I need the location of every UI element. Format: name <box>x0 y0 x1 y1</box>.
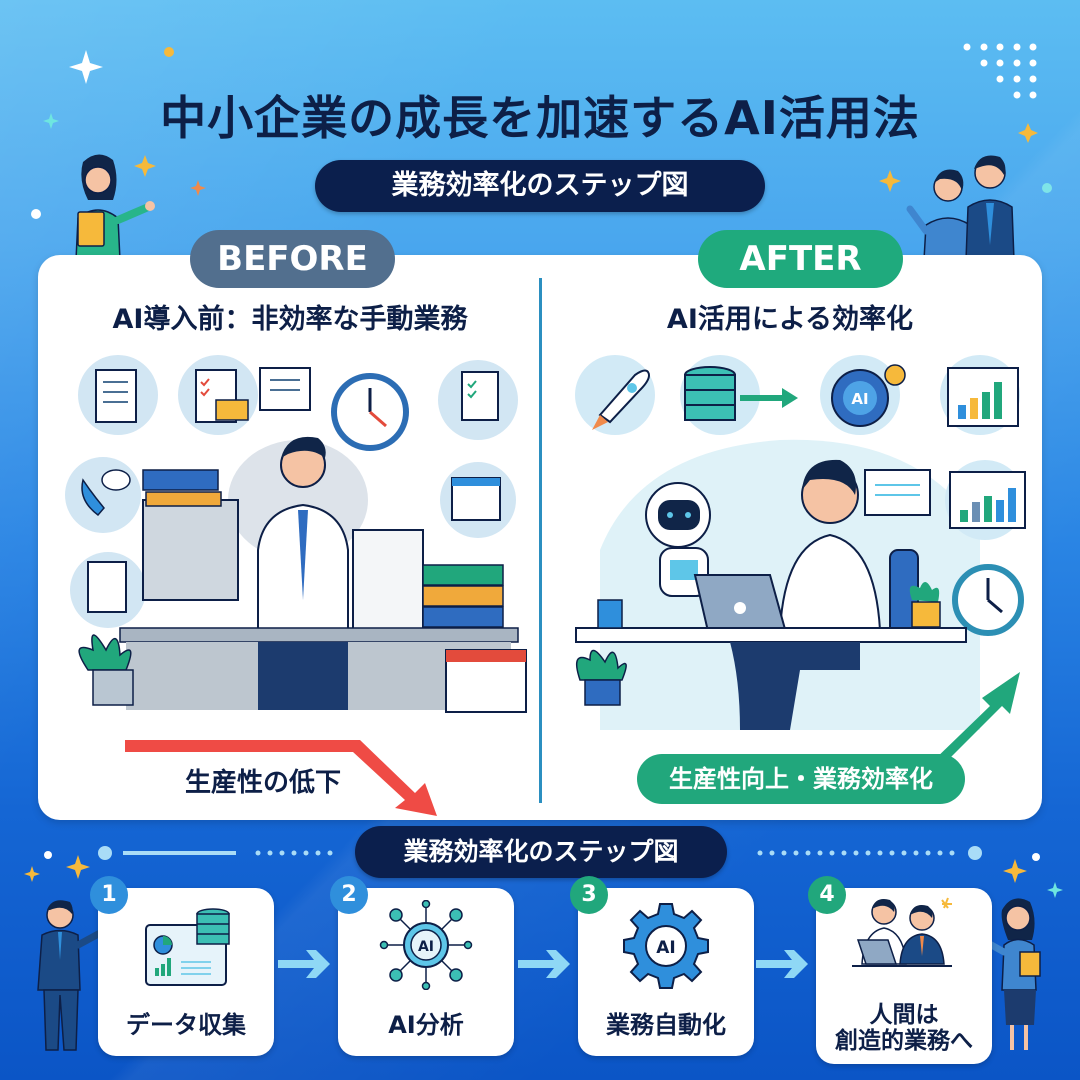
step-card-4: 4 人間は 創造的業務へ <box>808 876 992 1064</box>
step-label-line2: 創造的業務へ <box>835 1027 973 1054</box>
business-people-illustration <box>906 155 1015 260</box>
mug-icon <box>597 599 623 629</box>
steps-divider-line <box>98 846 982 860</box>
step-label: データ収集 <box>126 1010 246 1039</box>
people-laptop-icon <box>852 897 952 967</box>
before-caption: 生産性の低下 <box>185 768 342 798</box>
after-caption-pill: 生産性向上・業務効率化 <box>637 754 965 804</box>
down-arrow <box>130 720 453 740</box>
happy-worker <box>778 459 919 641</box>
steps-title-pill: 業務効率化のステップ図 <box>355 826 727 878</box>
step-number: 4 <box>808 876 846 914</box>
paper-stack <box>352 529 504 631</box>
calendar-icon <box>440 462 516 538</box>
sparkle-icon <box>1018 123 1038 143</box>
step-number: 2 <box>330 876 368 914</box>
dot-icon <box>1042 183 1052 193</box>
plant-small-icon <box>909 581 941 628</box>
before-title: AI導入前：非効率な手動業務 <box>112 304 468 335</box>
ai-gear-icon: AI <box>820 355 906 435</box>
after-title: AI活用による効率化 <box>666 304 914 335</box>
growth-chart-icon <box>940 355 1020 435</box>
paper-icon <box>259 367 311 411</box>
ai-network-icon: AI <box>379 900 473 990</box>
sparkle-icon <box>879 170 901 192</box>
sparkle-icon <box>66 855 90 879</box>
divider <box>539 278 542 803</box>
clock-icon <box>331 373 409 451</box>
after-illustration: AI <box>575 355 1026 730</box>
plant-icon <box>575 649 627 706</box>
documents-icon <box>78 355 158 435</box>
clock-icon <box>952 564 1024 636</box>
step-arrow-icon <box>756 950 808 978</box>
chat-window-icon <box>864 469 931 516</box>
man-presenter-illustration <box>37 900 106 1051</box>
step-number: 3 <box>570 876 608 914</box>
sparkle-icon <box>1047 882 1063 898</box>
step-arrow-icon <box>278 950 330 978</box>
dot-icon <box>164 47 174 57</box>
sparkle-icon <box>134 155 156 177</box>
phone-checklist-icon <box>438 360 518 440</box>
sparkle-icon <box>1003 859 1027 883</box>
sparkle-icon <box>24 866 40 882</box>
subtitle-pill: 業務効率化のステップ図 <box>315 160 765 212</box>
before-tag: BEFORE <box>190 230 395 288</box>
database-icon <box>680 355 798 435</box>
ai-gear-icon: AI <box>623 903 709 989</box>
dot-icon <box>31 209 41 219</box>
sparkle-icon <box>43 113 59 129</box>
dot-icon <box>44 851 52 859</box>
svg-text:AI: AI <box>656 938 675 958</box>
phone-chat-icon <box>65 457 141 533</box>
woman-presenter-illustration <box>982 898 1041 1050</box>
form-writing-icon <box>70 552 146 628</box>
sparkle-icon <box>190 180 206 196</box>
step-arrow-icon <box>518 950 570 978</box>
plant-icon <box>78 634 134 706</box>
computer-icon <box>142 469 239 601</box>
step-label: AI分析 <box>388 1010 464 1039</box>
step-card-1: 1 データ収集 <box>90 876 274 1056</box>
bar-chart-window-icon <box>945 460 1026 540</box>
robot-icon <box>645 482 711 597</box>
data-collection-icon <box>145 908 230 986</box>
svg-text:AI: AI <box>418 939 434 955</box>
checklist-icon <box>178 355 258 435</box>
before-illustration <box>65 355 527 740</box>
step-card-3: 3 AI 業務自動化 <box>570 876 754 1056</box>
sparkle-icon <box>69 50 103 84</box>
step-label-line1: 人間は <box>869 1002 939 1029</box>
stressed-worker <box>257 436 349 631</box>
productivity-down-arrow <box>125 740 437 816</box>
desk <box>575 627 967 643</box>
rocket-icon <box>575 355 655 435</box>
step-label: 業務自動化 <box>606 1010 726 1039</box>
main-title: 中小企業の成長を加速するAI活用法 <box>160 91 920 145</box>
after-tag: AFTER <box>698 230 903 288</box>
woman-presenter-illustration <box>75 154 155 260</box>
desk <box>119 627 519 643</box>
calendar-missed-icon <box>445 649 527 713</box>
svg-text:AI: AI <box>851 390 868 408</box>
dot-grid <box>963 43 1037 99</box>
step-card-2: 2 AI AI分析 <box>330 876 514 1056</box>
productivity-up-arrow <box>930 672 1020 764</box>
step-label: 人間は 創造的業務へ <box>816 1003 992 1054</box>
step-number: 1 <box>90 876 128 914</box>
dot-icon <box>1032 853 1040 861</box>
